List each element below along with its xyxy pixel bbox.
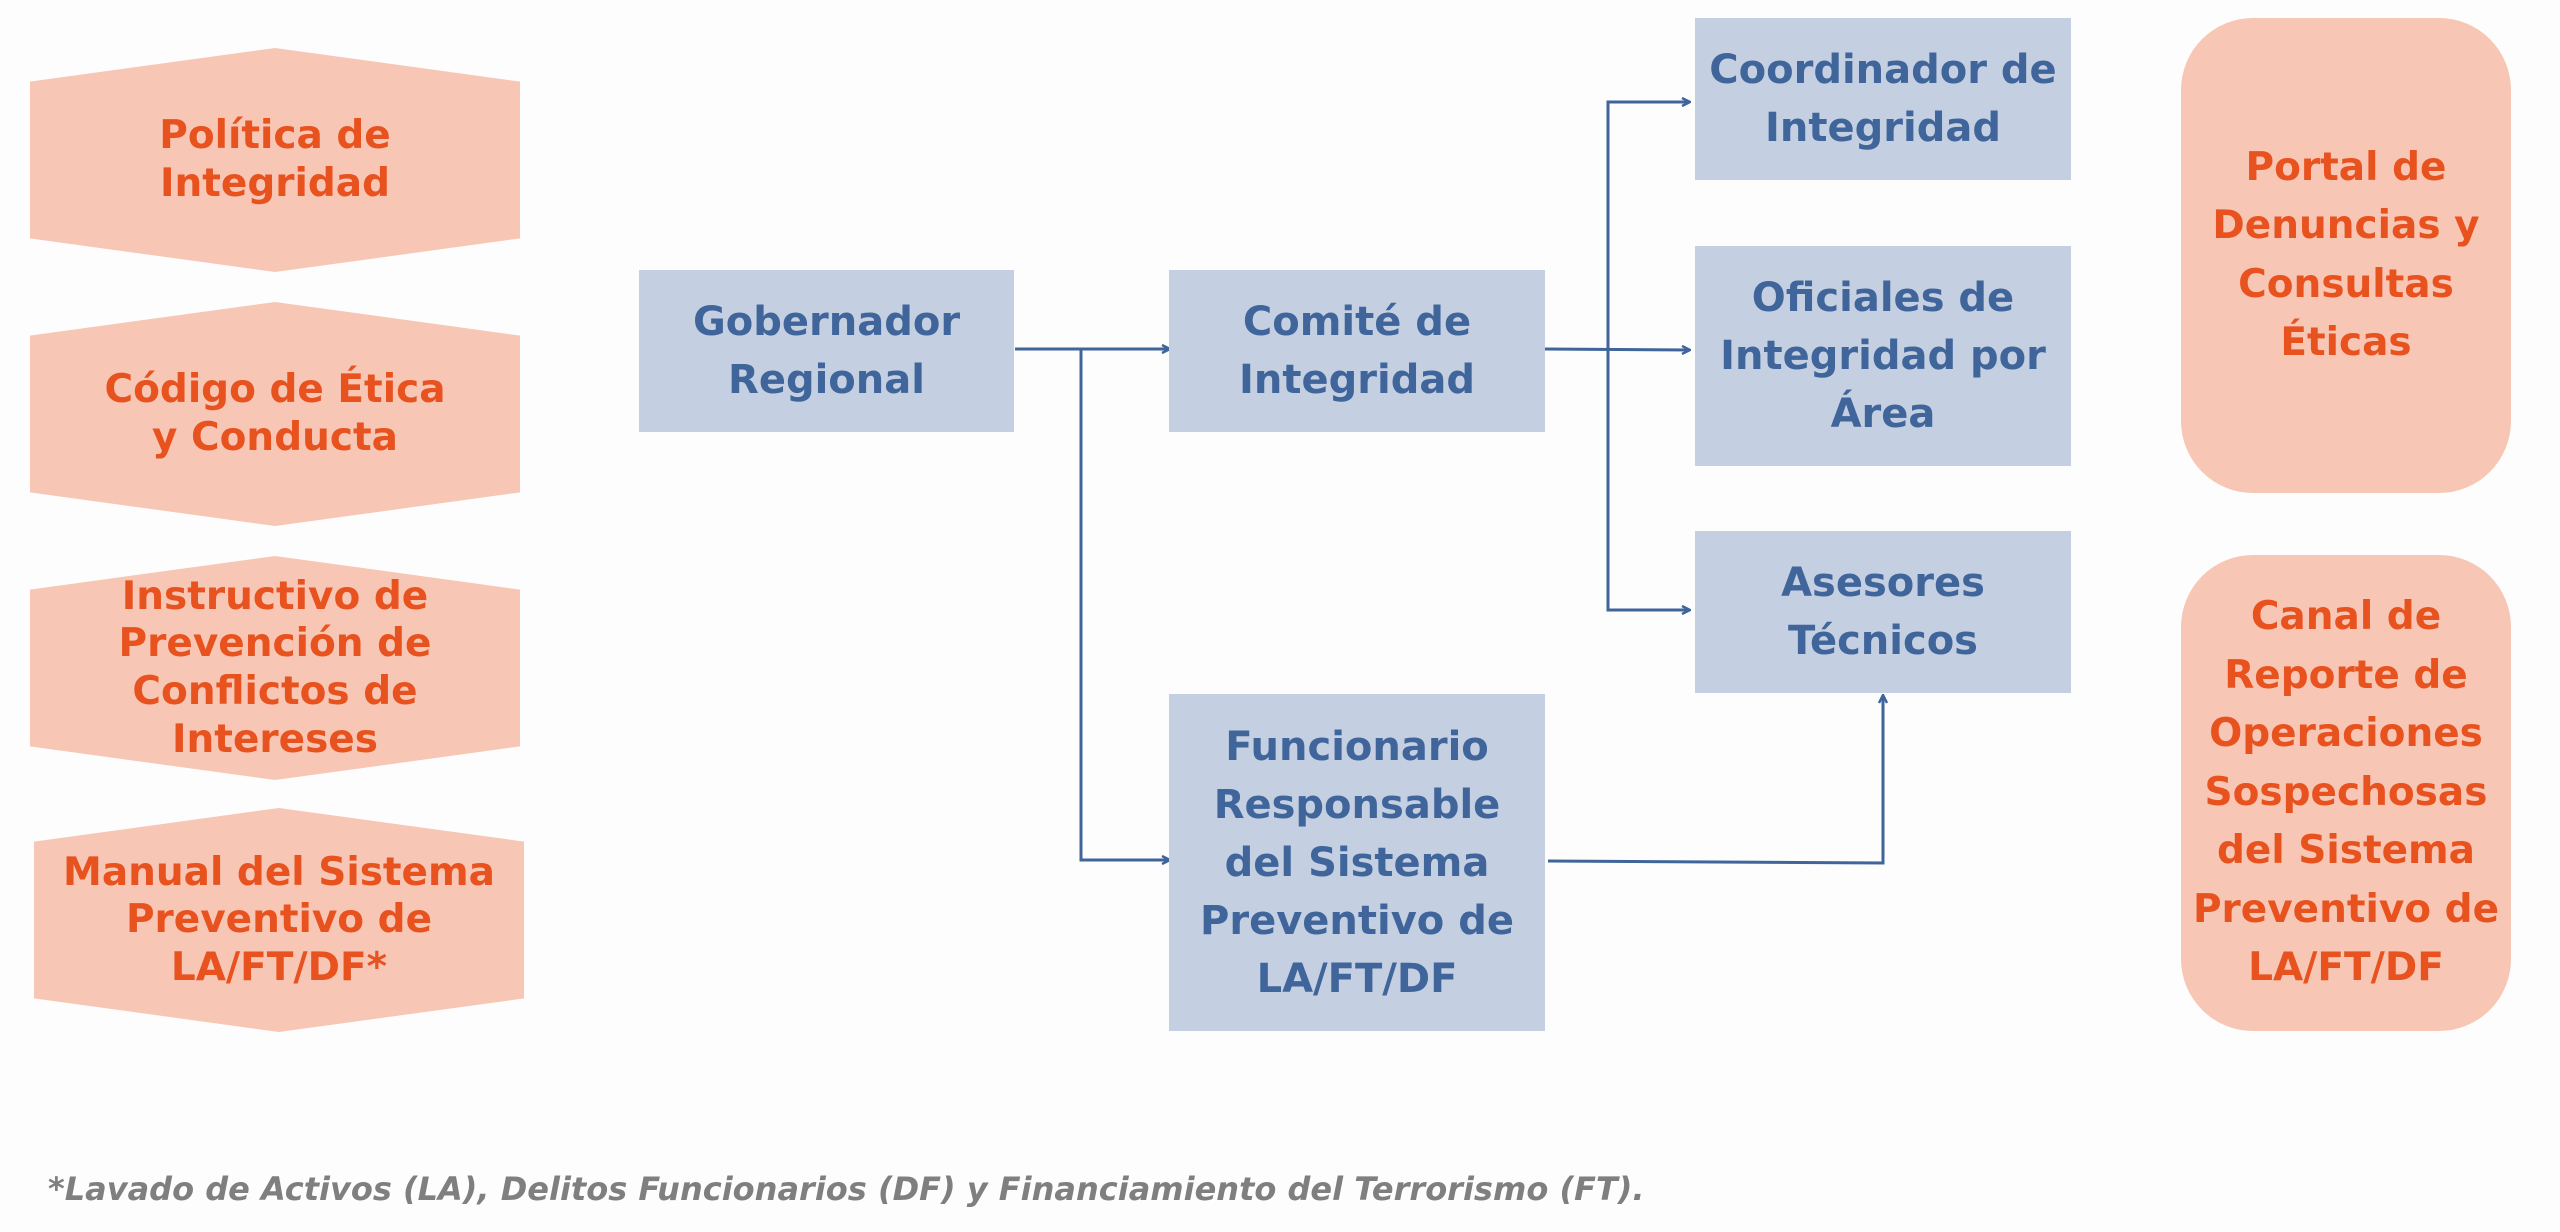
document-codigo-etica: Código de Ética y Conducta: [30, 302, 520, 526]
document-manual-sistema-preventivo: Manual del Sistema Preventivo de LA/FT/D…: [34, 808, 524, 1032]
node-gobernador-regional: Gobernador Regional: [639, 270, 1014, 432]
connector-comite-coordinador: [1606, 102, 1690, 350]
node-label: Gobernador Regional: [692, 299, 961, 403]
connector-funcionario-asesores: [1547, 695, 1883, 865]
channel-reporte-operaciones: Canal de Reporte de Operaciones Sospecho…: [2181, 555, 2511, 1031]
channel-label: Portal de Denuncias y Consultas Éticas: [2212, 144, 2480, 366]
node-asesores-tecnicos: Asesores Técnicos: [1695, 531, 2071, 693]
footnote: *Lavado de Activos (LA), Delitos Funcion…: [48, 1170, 1645, 1208]
channel-label: Canal de Reporte de Operaciones Sospecho…: [2192, 594, 2500, 991]
connector-comite-asesores: [1606, 350, 1690, 610]
document-label: Instructivo de Prevención de Conflictos …: [118, 573, 432, 762]
document-label: Manual del Sistema Preventivo de LA/FT/D…: [63, 849, 495, 990]
node-coordinador-integridad: Coordinador de Integridad: [1695, 18, 2071, 180]
node-label: Comité de Integridad: [1239, 299, 1475, 403]
node-label: Oficiales de Integridad por Área: [1720, 275, 2046, 437]
node-oficiales-integridad: Oficiales de Integridad por Área: [1695, 246, 2071, 466]
connector-comite-oficiales: [1544, 349, 1690, 350]
node-label: Funcionario Responsable del Sistema Prev…: [1200, 723, 1514, 1002]
node-funcionario-responsable: Funcionario Responsable del Sistema Prev…: [1169, 694, 1545, 1031]
node-label: Coordinador de Integridad: [1709, 47, 2057, 151]
document-politica-integridad: Política de Integridad: [30, 48, 520, 272]
node-comite-integridad: Comité de Integridad: [1169, 270, 1545, 432]
node-label: Asesores Técnicos: [1781, 560, 1985, 664]
channel-portal-denuncias: Portal de Denuncias y Consultas Éticas: [2181, 18, 2511, 493]
document-label: Política de Integridad: [159, 113, 391, 206]
document-instructivo-conflictos: Instructivo de Prevención de Conflictos …: [30, 556, 520, 780]
connector-gobernador-funcionario: [1079, 349, 1170, 860]
document-label: Código de Ética y Conducta: [104, 367, 446, 460]
